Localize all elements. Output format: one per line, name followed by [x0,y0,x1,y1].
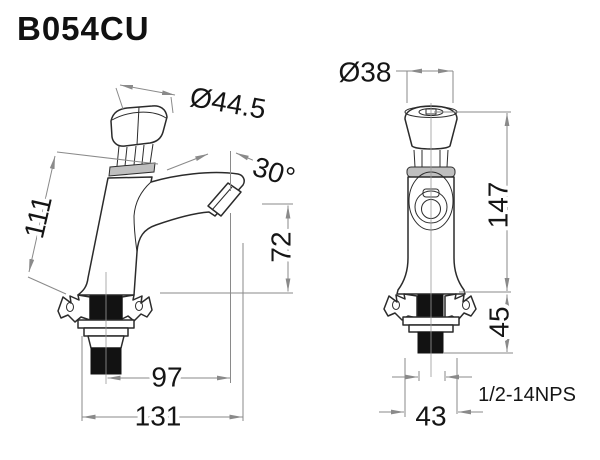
dim-label-base-width: 43 [415,401,446,432]
neck-rib-line [133,145,137,166]
model-number: B054CU [17,10,150,47]
body-spout-fillet-line [133,181,152,253]
collar-band [108,162,156,177]
neck-rib-line [124,146,128,167]
flange-hole [135,301,143,311]
base-flange-left-spikes-front [383,293,418,321]
dim-shank-length: 45 [443,294,519,354]
faucet-cap-rim-line [111,111,167,121]
front-faucet-drawing [383,103,477,377]
extension-line [115,87,124,110]
dim-spout-height: 72 [160,203,301,294]
faucet-cap-crease-line [136,106,140,146]
dim-label-spout-height: 72 [266,231,297,262]
side-faucet-drawing [57,105,245,384]
angle-direction-arrow [166,153,209,171]
dim-label-overall-length: 131 [135,401,182,432]
dimension-line [119,84,176,96]
faucet-cap [110,105,168,147]
spout-outlet-inner-line [211,186,233,211]
threaded-shank-black-front [417,331,444,354]
neck-left-edge [413,149,416,168]
extension-line [170,96,174,114]
dim-label-thread-spec: 1/2-14NPS [478,384,576,406]
neck-right-edge [446,149,449,168]
dim-base-width: 43 [379,358,483,436]
dim-label-overall-height: 147 [483,182,514,229]
spout-outlet-piece [207,182,242,217]
dim-overall-height: 147 [434,111,518,293]
dim-thread-spec: 1/2-14NPS [392,371,579,409]
dim-label-cap-diameter: Ø44.5 [188,81,269,125]
base-flange-left-spikes [57,294,91,323]
neck-right-edge [149,143,154,165]
dimension-line [28,155,56,273]
base-flange-right-spikes [121,294,153,322]
dim-overall-length: 131 [81,243,244,436]
flange-hole [66,302,74,312]
neck-rib-line [141,144,145,165]
dim-label-body-length: 111 [18,193,58,241]
base-seal-black-front [417,294,444,318]
dim-spout-reach: 97 [107,213,231,397]
extension-line [27,276,67,295]
neck-left-edge [116,145,120,167]
flange-hole [462,300,470,310]
base-flange-right-spikes-front [444,293,477,321]
dim-label-spout-angle: 30° [249,151,299,194]
front-view: Ø38 147 45 1/2-14NPS [335,53,579,436]
faucet-body-and-spout [77,171,245,296]
dim-front-cap-diameter: Ø38 [335,53,454,103]
side-view: Ø44.5 30° 111 72 [14,77,303,436]
angle-leader-arrow [235,152,256,162]
dim-label-spout-reach: 97 [151,362,182,393]
extension-line [56,151,159,165]
dim-label-front-cap-diameter: Ø38 [339,57,392,88]
flange-hole [392,300,400,310]
dim-label-shank-length: 45 [484,306,515,337]
